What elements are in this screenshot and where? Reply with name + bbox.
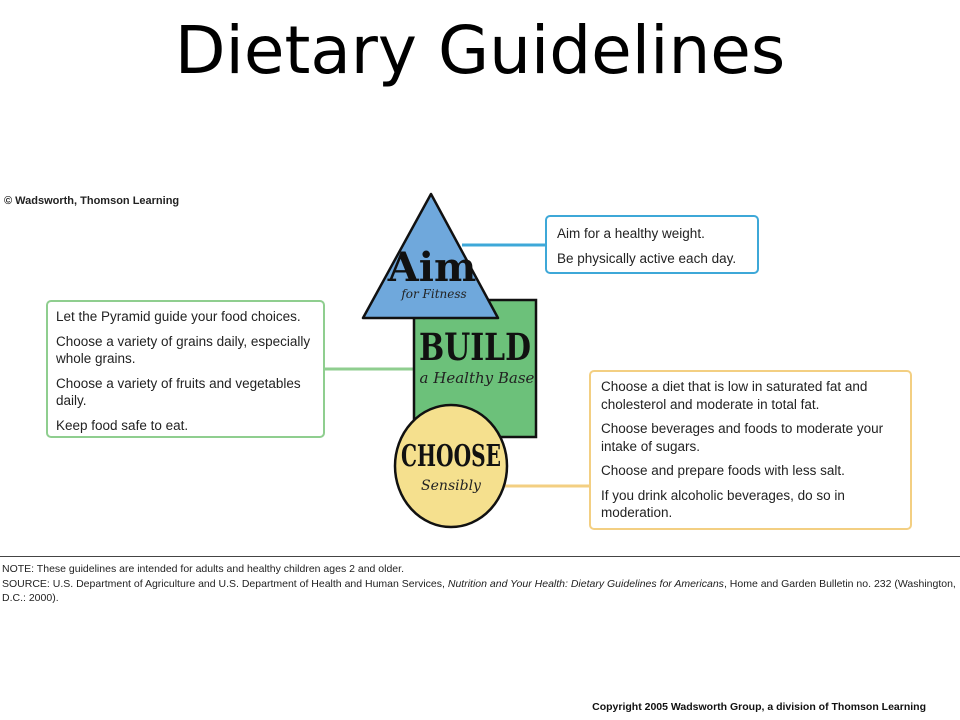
source-prefix: SOURCE: U.S. Department of Agriculture a… (2, 577, 448, 590)
slide-title: Dietary Guidelines (174, 12, 786, 89)
choose-item: If you drink alcoholic beverages, do so … (601, 487, 845, 521)
choose-item: Choose a diet that is low in saturated f… (601, 379, 868, 412)
image-credit: © Wadsworth, Thomson Learning (4, 195, 180, 207)
aim-item: Be physically active each day. (557, 250, 737, 266)
choose-logo-tagline: Sensibly (421, 478, 482, 494)
build-item: Choose a variety of grains daily, especi… (56, 333, 311, 367)
choose-item: Choose and prepare foods with less salt. (601, 463, 845, 478)
aim-logo-tagline: for Fitness (400, 287, 466, 301)
choose-circle (393, 403, 509, 529)
aim-triangle (361, 192, 500, 320)
footer-copyright: Copyright 2005 Wadsworth Group, a divisi… (592, 701, 926, 713)
build-guidelines-box: Let the Pyramid guide your food choices.… (46, 300, 325, 438)
choose-item: Choose beverages and foods to moderate y… (601, 421, 884, 454)
aim-guidelines-box: Aim for a healthy weight. Be physically … (545, 215, 759, 274)
build-item: Choose a variety of fruits and vegetable… (56, 375, 301, 409)
build-item: Keep food safe to eat. (56, 417, 189, 433)
source-text: SOURCE: U.S. Department of Agriculture a… (2, 577, 958, 606)
build-logo-word: BUILD (419, 325, 531, 369)
guidelines-diagram: BUILD a Healthy Base Aim for Fitness CHO… (324, 192, 590, 529)
build-logo-tagline: a Healthy Base (420, 369, 535, 387)
choose-logo-word: CHOOSE (401, 439, 501, 474)
aim-logo-word: Aim (387, 244, 477, 291)
build-item: Let the Pyramid guide your food choices. (56, 309, 301, 324)
aim-item: Aim for a healthy weight. (557, 226, 705, 241)
source-suffix: , Home and Garden Bulletin no. 232 (Wash… (2, 577, 956, 605)
source-title: Nutrition and Your Health: Dietary Guide… (447, 577, 724, 590)
choose-guidelines-box: Choose a diet that is low in saturated f… (589, 370, 912, 530)
notes-section: NOTE: These guidelines are intended for … (0, 556, 960, 606)
note-text: NOTE: These guidelines are intended for … (2, 563, 404, 575)
